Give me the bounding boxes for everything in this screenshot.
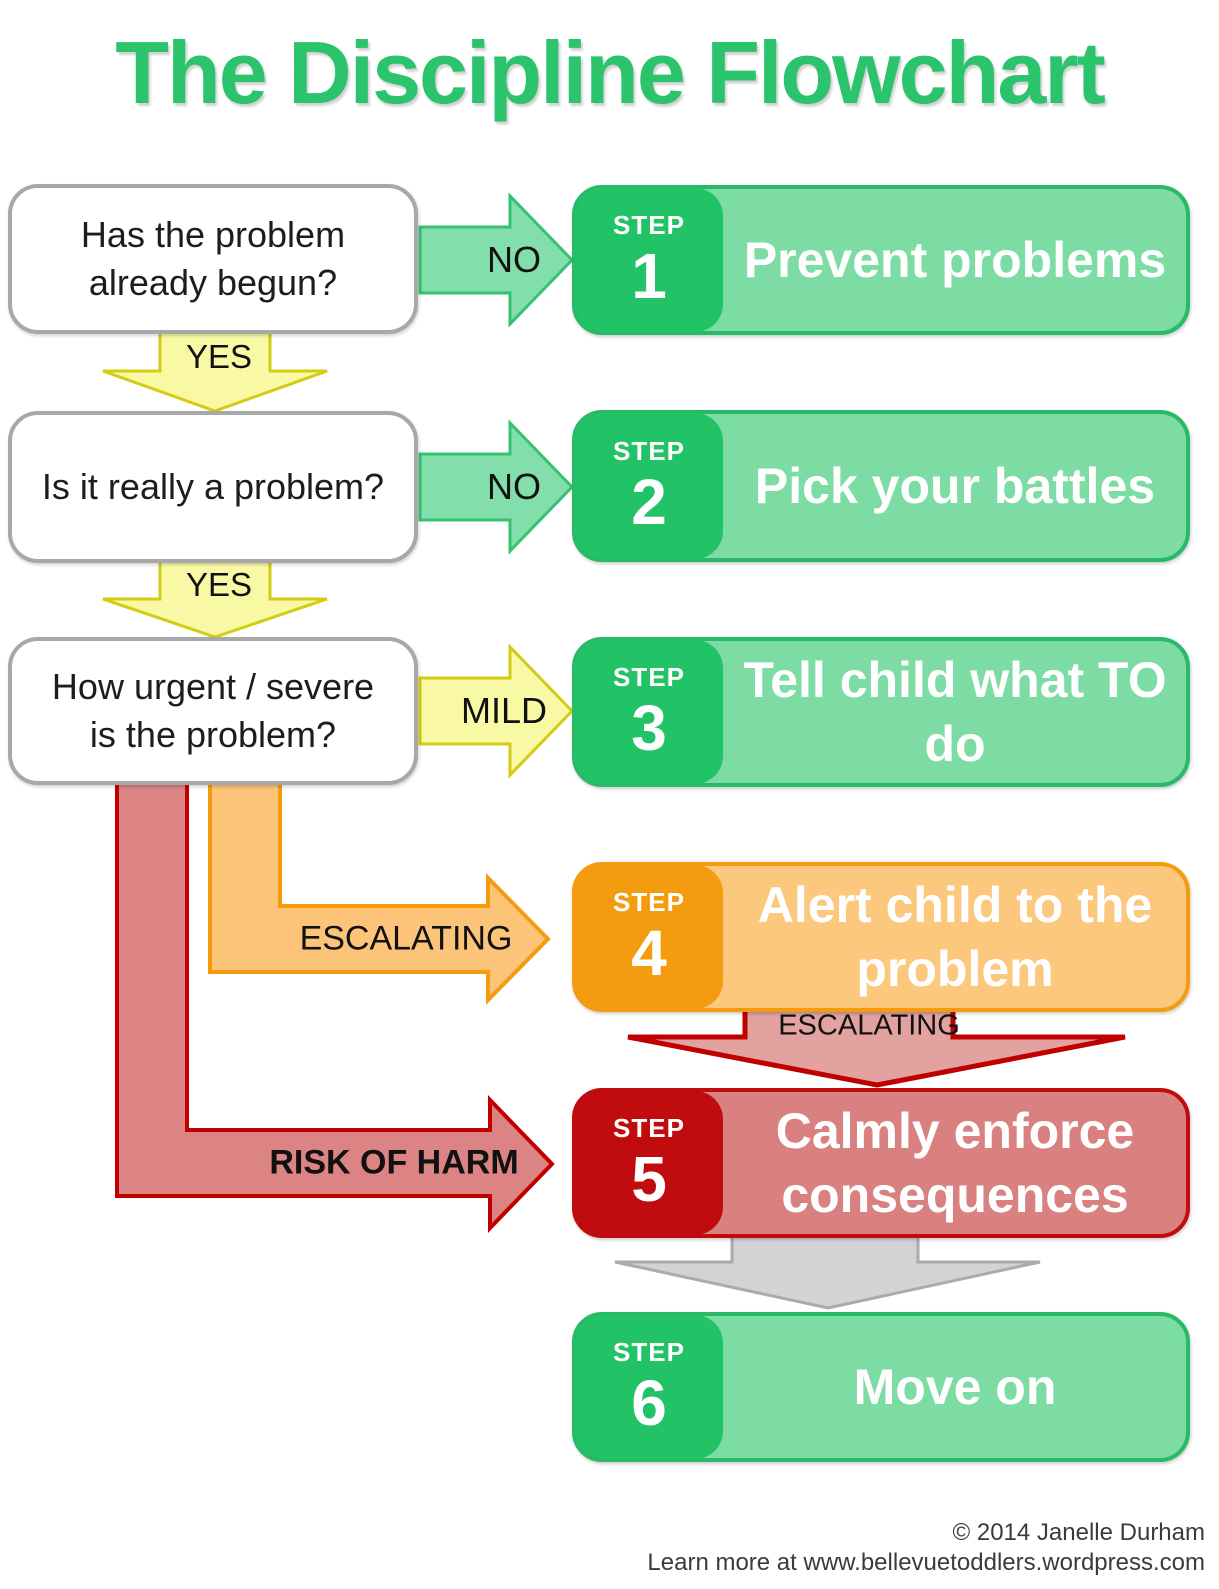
escalating-label-2: ESCALATING — [778, 1009, 960, 1042]
step-title: Tell child what TO do — [743, 652, 1167, 772]
step-number: 4 — [631, 917, 667, 989]
footer-credits: © 2014 Janelle Durham Learn more at www.… — [647, 1518, 1205, 1577]
step-title: Prevent problems — [743, 232, 1167, 288]
escalating-label: ESCALATING — [299, 919, 513, 958]
escalating-arrow — [208, 768, 551, 1005]
question-box-problem-begun: Has the problem already begun? — [8, 184, 418, 334]
mild-arrow — [418, 643, 575, 779]
no-arrow-2 — [418, 419, 575, 555]
step-word: STEP — [613, 662, 685, 692]
step-word: STEP — [613, 436, 685, 466]
step-1-prevent-problems: STEP 1 Prevent problems — [572, 185, 1190, 335]
step-3-tell-child-what-to-do: STEP 3 Tell child what TO do — [572, 637, 1190, 787]
question-box-really-problem: Is it really a problem? — [8, 411, 418, 563]
yes-label-1: YES — [185, 338, 253, 375]
question-box-urgency: How urgent / severe is the problem? — [8, 637, 418, 785]
step-number-tab: STEP 3 — [575, 640, 723, 784]
step-number: 3 — [631, 692, 667, 764]
risk-of-harm-label: RISK OF HARM — [269, 1143, 519, 1182]
step-word: STEP — [613, 210, 685, 240]
step-word: STEP — [613, 1113, 685, 1143]
step-number: 2 — [631, 466, 667, 538]
step-number-tab: STEP 1 — [575, 188, 723, 332]
question-text: Is it really a problem? — [41, 466, 385, 508]
step-number-tab: STEP 4 — [575, 865, 723, 1009]
question-text: How urgent / severe is the problem? — [51, 666, 375, 755]
step-2-pick-your-battles: STEP 2 Pick your battles — [572, 410, 1190, 562]
step-word: STEP — [613, 1337, 685, 1367]
page-title: The Discipline Flowchart — [115, 23, 1106, 122]
no-label-2: NO — [487, 466, 541, 507]
step-number-tab: STEP 2 — [575, 413, 723, 559]
step-number-tab: STEP 5 — [575, 1091, 723, 1235]
step-title: Calmly enforce consequences — [775, 1103, 1135, 1223]
step-word: STEP — [613, 887, 685, 917]
mild-label: MILD — [460, 690, 548, 731]
step-title: Alert child to the problem — [757, 877, 1153, 997]
step-number-tab: STEP 6 — [575, 1315, 723, 1459]
learn-more-text: Learn more at www.bellevuetoddlers.wordp… — [647, 1548, 1205, 1576]
step-number: 6 — [631, 1367, 667, 1439]
step-number: 5 — [631, 1143, 667, 1215]
no-label-1: NO — [487, 239, 541, 280]
step-5-enforce-consequences: STEP 5 Calmly enforce consequences — [572, 1088, 1190, 1238]
step-6-move-on: STEP 6 Move on — [572, 1312, 1190, 1462]
step-title: Pick your battles — [754, 458, 1156, 514]
question-text: Has the problem already begun? — [80, 214, 346, 303]
yes-arrow-1 — [102, 329, 328, 413]
risk-of-harm-arrow — [115, 768, 555, 1233]
no-arrow-1 — [418, 192, 575, 328]
copyright-text: © 2014 Janelle Durham — [952, 1519, 1206, 1547]
yes-label-2: YES — [185, 566, 253, 603]
step-title: Move on — [853, 1359, 1057, 1415]
move-on-gray-arrow — [614, 1231, 1041, 1310]
step-4-alert-child: STEP 4 Alert child to the problem — [572, 862, 1190, 1012]
step-number: 1 — [631, 240, 667, 312]
yes-arrow-2 — [102, 557, 328, 639]
